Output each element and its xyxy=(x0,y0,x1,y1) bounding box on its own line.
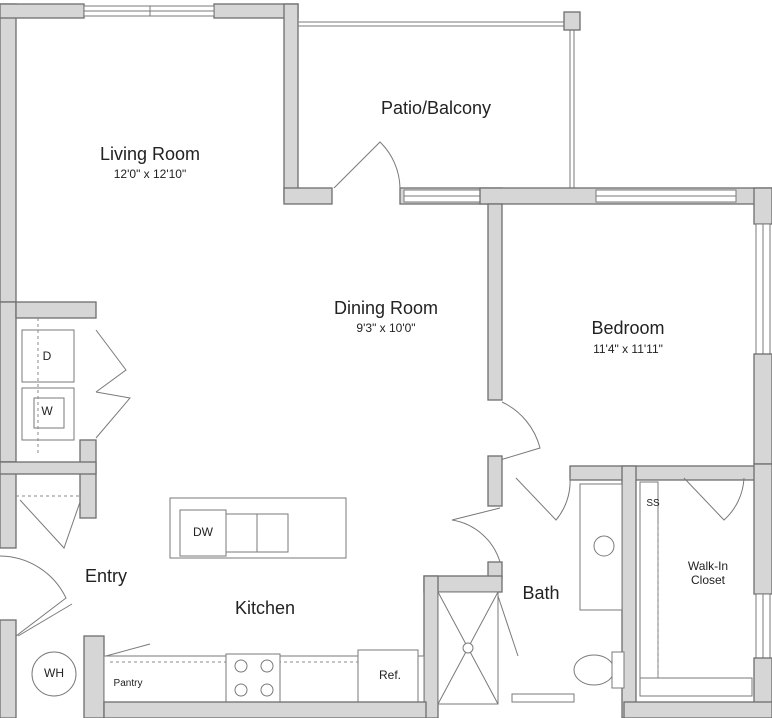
dryer-label: D xyxy=(42,349,52,363)
bedroom-door[interactable] xyxy=(499,401,541,461)
closet-shelf-bottom xyxy=(639,677,753,697)
dining-room-dims: 9'3" x 10'0" xyxy=(356,321,416,335)
closet-bottom-wall xyxy=(623,701,772,718)
patio-door[interactable] xyxy=(333,141,401,189)
toilet-tank xyxy=(611,651,625,689)
closet-door[interactable] xyxy=(683,477,745,521)
patio-wall-stub xyxy=(283,187,333,205)
living-room-label: Living Room xyxy=(99,144,201,164)
laundry-top-wall xyxy=(15,301,97,319)
bath-left-wall xyxy=(423,575,439,718)
bedroom-label: Bedroom xyxy=(591,318,665,338)
dishwasher xyxy=(179,509,227,557)
left-wall-upper xyxy=(0,3,17,303)
bath-label: Bath xyxy=(522,583,560,603)
closet-label: Walk-In Closet xyxy=(687,559,729,587)
stove xyxy=(225,653,281,703)
wh-right-wall xyxy=(83,635,105,718)
front-door[interactable] xyxy=(0,555,67,637)
bath-left-wall-top xyxy=(487,455,503,507)
bedroom-dims: 11'4" x 11'11" xyxy=(593,342,663,356)
kitchen-label: Kitchen xyxy=(234,598,296,618)
laundry-door-upper[interactable] xyxy=(95,329,127,393)
bedroom-bottom-wall xyxy=(569,465,772,481)
laundry-door-lower[interactable] xyxy=(95,391,131,439)
sink-icon xyxy=(593,535,615,557)
patio-label: Patio/Balcony xyxy=(380,98,492,118)
washer-label: W xyxy=(41,404,53,418)
water-heater-label: WH xyxy=(44,666,64,680)
closet-right-wall xyxy=(753,463,772,595)
wh-door[interactable] xyxy=(17,603,73,637)
toilet-icon xyxy=(573,654,615,686)
living-room-dims: 12'0" x 12'10" xyxy=(113,167,187,181)
pantry-label: Pantry xyxy=(113,678,143,689)
bath-door-dining[interactable] xyxy=(451,507,501,563)
entry-closet-top xyxy=(0,461,97,475)
water-heater xyxy=(31,651,77,697)
top-wall-left xyxy=(0,3,85,19)
dining-room-label: Dining Room xyxy=(333,298,439,318)
burner-icon xyxy=(260,683,274,697)
refrigerator-label: Ref. xyxy=(378,668,402,682)
entry-label: Entry xyxy=(84,566,128,586)
shower-door[interactable] xyxy=(497,595,519,657)
dishwasher-label: DW xyxy=(193,525,213,539)
burner-icon xyxy=(260,659,274,673)
bath-door-top[interactable] xyxy=(515,477,571,521)
entry-closet-door[interactable] xyxy=(19,499,81,549)
washer-drum xyxy=(33,397,65,429)
closet-shelf-left xyxy=(639,481,659,679)
patio-post xyxy=(563,11,581,31)
burner-icon xyxy=(234,683,248,697)
living-patio-wall xyxy=(283,3,299,201)
burner-icon xyxy=(234,659,248,673)
kitchen-bottom-wall xyxy=(103,701,427,718)
pantry-door[interactable] xyxy=(105,643,151,657)
laundry-right-wall xyxy=(79,439,97,519)
dryer xyxy=(21,329,75,383)
bedroom-left-wall xyxy=(487,203,503,401)
bedroom-corner xyxy=(753,187,772,225)
laundry-left-wall xyxy=(0,301,17,463)
shower-drain xyxy=(462,642,474,654)
bath-window xyxy=(511,693,575,703)
wh-left-wall xyxy=(0,619,17,718)
entry-closet-wall xyxy=(0,461,17,549)
bedroom-right-wall xyxy=(753,353,772,465)
shelf-label: SS xyxy=(646,498,660,509)
